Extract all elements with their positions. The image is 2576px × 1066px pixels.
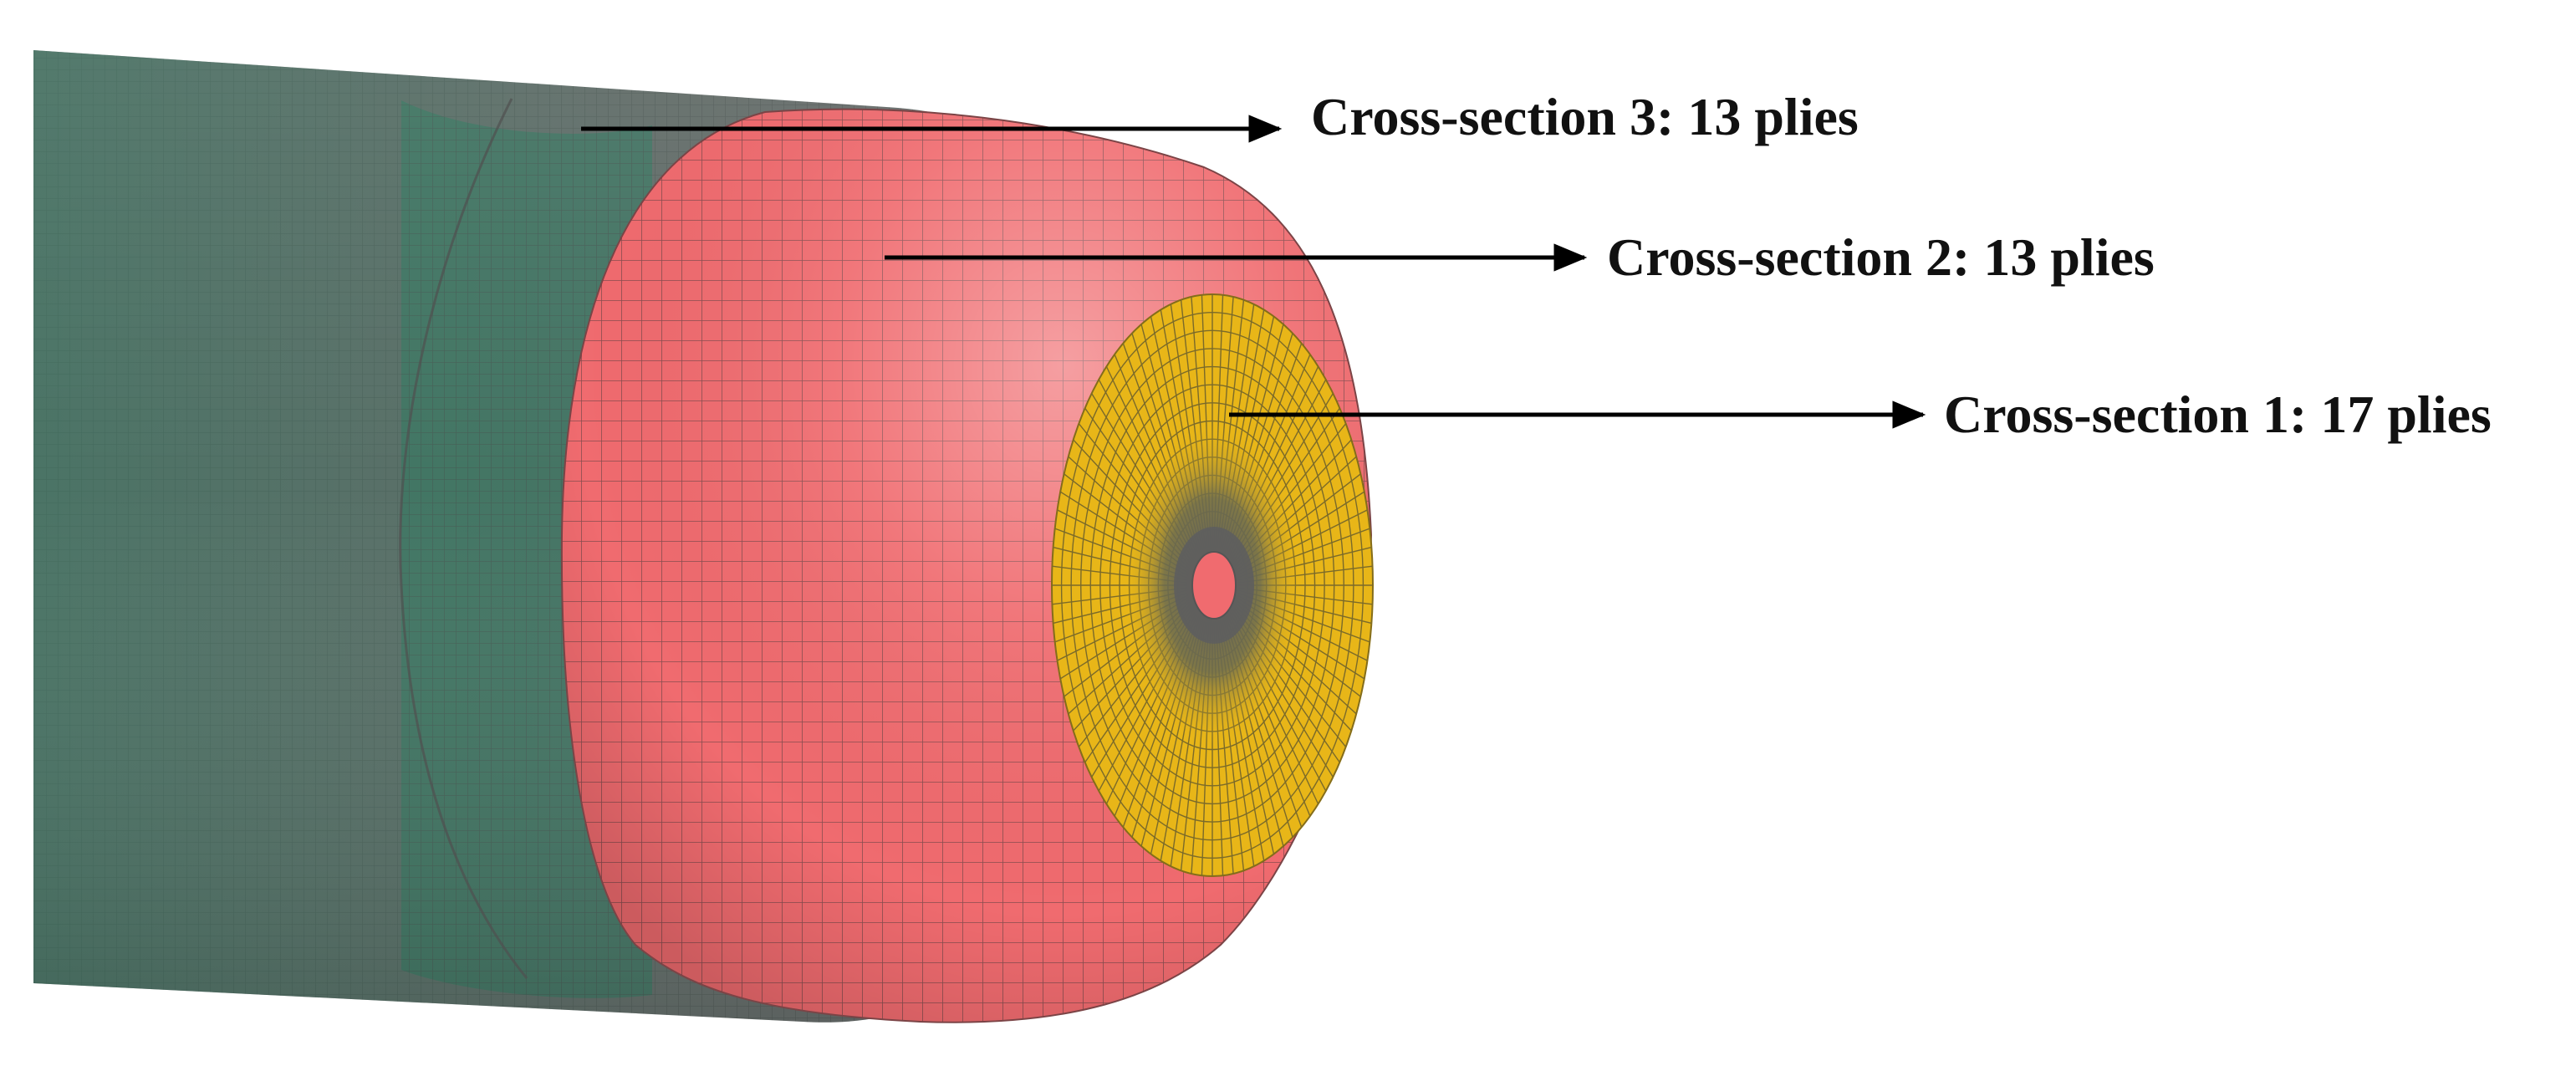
polar-cap <box>1051 293 1374 877</box>
label-cross-section-1: Cross-section 1: 17 plies <box>1944 385 2492 444</box>
annotation-arrows <box>581 115 1926 429</box>
label-cross-section-2: Cross-section 2: 13 plies <box>1607 227 2155 287</box>
label-cross-section-3: Cross-section 3: 13 plies <box>1311 87 1859 146</box>
polar-opening <box>1191 551 1237 620</box>
